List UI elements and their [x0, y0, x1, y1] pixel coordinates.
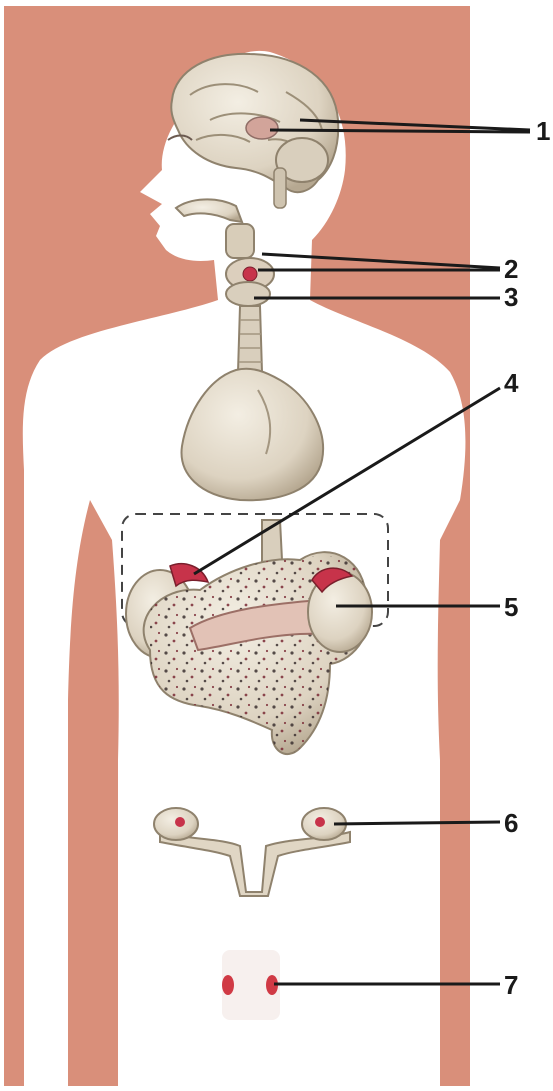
- label-7: 7: [504, 970, 518, 1000]
- left-testis: [222, 975, 234, 995]
- brain-stem: [274, 168, 286, 208]
- label-2: 2: [504, 254, 518, 284]
- right-ovary-spot: [315, 817, 325, 827]
- parathyroid: [243, 267, 257, 281]
- pituitary-hypothalamus: [246, 117, 278, 139]
- thymus-lower: [226, 282, 270, 306]
- label-3: 3: [504, 282, 518, 312]
- label-6: 6: [504, 808, 518, 838]
- label-5: 5: [504, 592, 518, 622]
- right-margin: [470, 0, 553, 1091]
- larynx: [226, 224, 254, 258]
- label-1: 1: [536, 116, 550, 146]
- label-4: 4: [504, 368, 519, 398]
- leader-line-6: [334, 822, 500, 824]
- left-ovary-spot: [175, 817, 185, 827]
